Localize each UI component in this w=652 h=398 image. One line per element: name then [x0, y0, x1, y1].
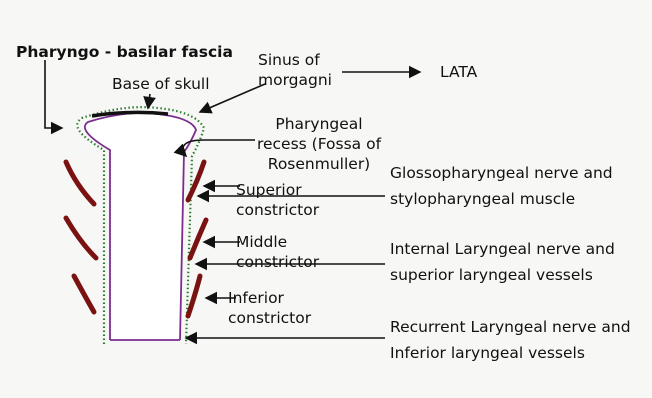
label-middle-constrictor: Middle constrictor	[236, 232, 336, 272]
skull-pointer	[148, 94, 150, 108]
label-glossopharyngeal: Glossopharyngeal nerve and stylopharynge…	[390, 160, 640, 212]
label-lata: LATA	[440, 62, 477, 82]
sinus-pointer	[200, 84, 265, 112]
label-superior-constrictor: Superior constrictor	[236, 180, 336, 220]
pharynx-tube	[85, 113, 196, 340]
right-middle-constrictor	[190, 220, 206, 258]
label-base-of-skull: Base of skull	[112, 74, 210, 94]
label-recurrent-laryngeal: Recurrent Laryngeal nerve and Inferior l…	[390, 314, 646, 366]
label-pharyngo-basilar-fascia: Pharyngo - basilar fascia	[16, 42, 233, 62]
label-pharyngeal-recess: Pharyngeal recess (Fossa of Rosenmuller)	[254, 114, 384, 174]
left-middle-constrictor	[66, 218, 96, 258]
fascia-pointer	[45, 60, 62, 128]
left-inferior-constrictor	[74, 276, 94, 312]
right-inferior-constrictor	[188, 276, 200, 316]
label-internal-laryngeal: Internal Laryngeal nerve and superior la…	[390, 236, 640, 288]
label-inferior-constrictor: Inferior constrictor	[228, 288, 328, 328]
left-superior-constrictor	[66, 162, 94, 204]
label-sinus-of-morgagni: Sinus of morgagni	[258, 50, 348, 90]
